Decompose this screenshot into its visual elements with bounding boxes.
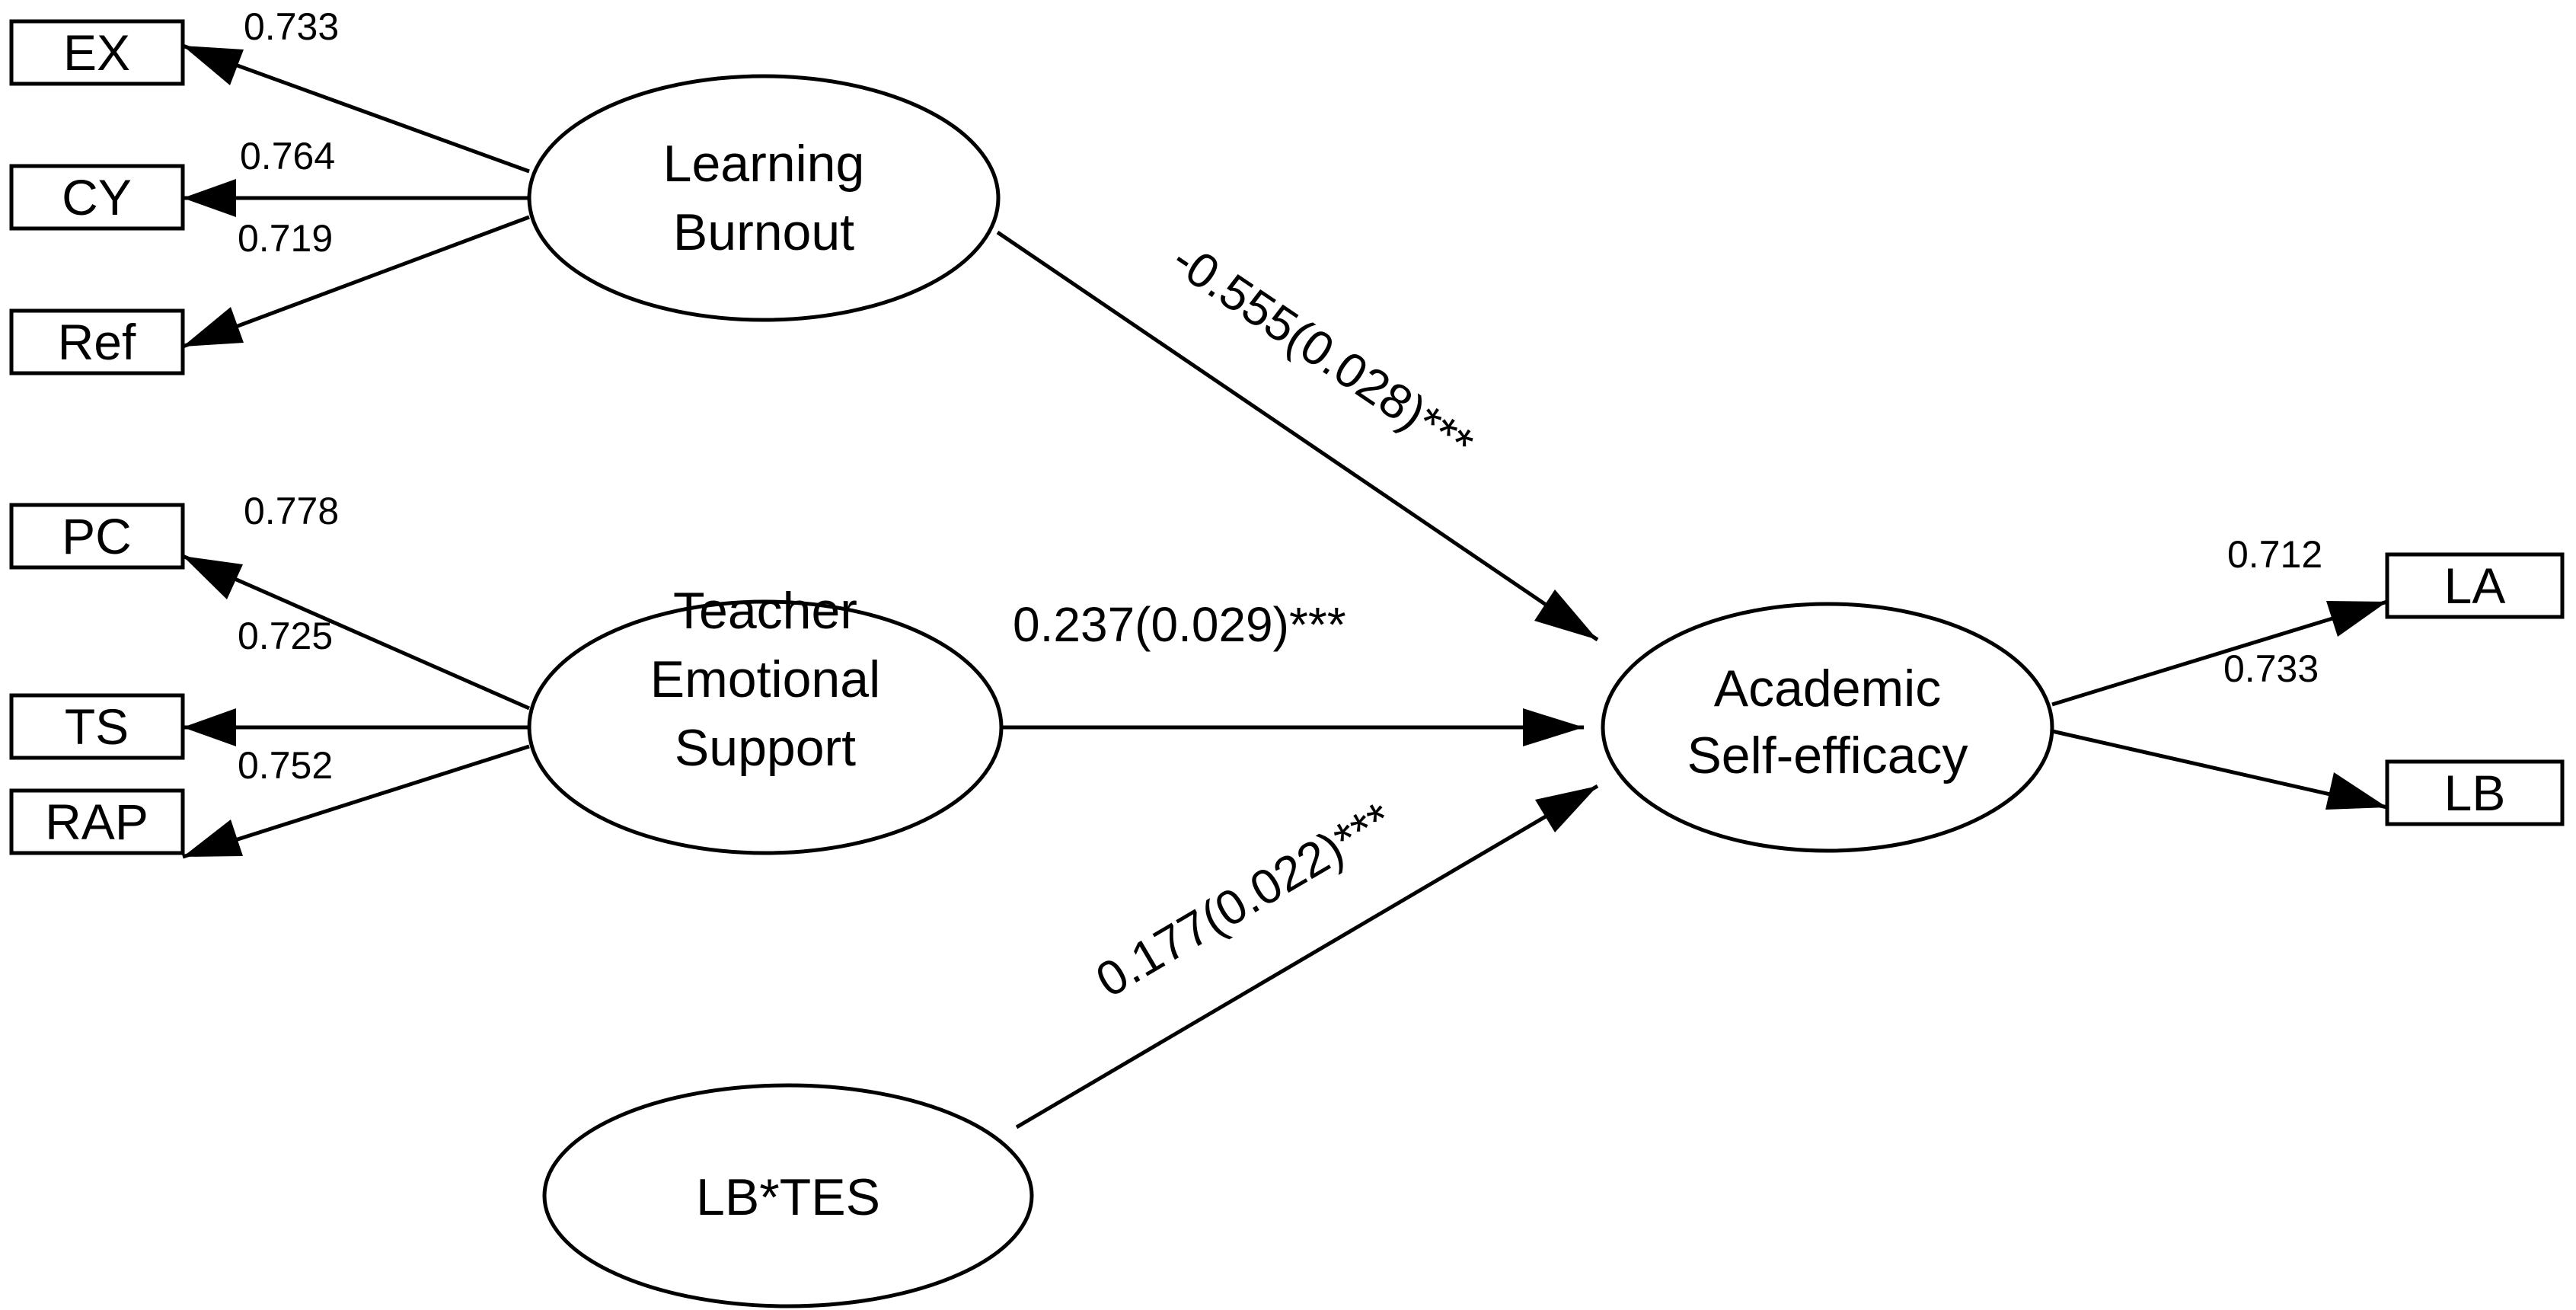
arrowhead-lb-ref <box>183 307 244 347</box>
edge-int-ase <box>1015 784 1599 1129</box>
arrowhead-tes-ts <box>183 708 236 746</box>
indicator-label: RAP <box>45 794 148 850</box>
edges-structural <box>996 230 1599 1129</box>
indicator-label: CY <box>62 169 132 225</box>
latent-label-line: Support <box>675 719 856 777</box>
latent-teacher-emotional-support: Teacher Emotional Support <box>527 582 1004 855</box>
arrowhead-ase-la <box>2326 601 2387 637</box>
loading-rap: 0.752 <box>238 744 333 787</box>
path-label-int-ase: 0.177(0.022)*** <box>1087 791 1402 1008</box>
indicator-cy: CY <box>9 164 185 231</box>
indicator-pc: PC <box>9 503 185 570</box>
latent-academic-self-efficacy: Academic Self-efficacy <box>1601 602 2054 853</box>
path-label-lb-ase: -0.555(0.028)*** <box>1163 232 1483 472</box>
indicator-la: LA <box>2385 552 2565 619</box>
latent-label-line: Academic <box>1714 660 1942 717</box>
latent-label-line: Burnout <box>673 203 854 261</box>
indicator-label: PC <box>62 508 132 564</box>
path-label-tes-ase: 0.237(0.029)*** <box>1013 597 1346 652</box>
arrowhead-tes-pc <box>183 556 243 599</box>
latent-label-line: LB*TES <box>696 1168 880 1226</box>
arrowhead-tes-rap <box>183 820 243 857</box>
indicator-ts: TS <box>9 693 185 760</box>
arrowhead-tes-ase <box>1523 708 1584 746</box>
indicator-lb: LB <box>2385 759 2565 826</box>
edges-teacher-support <box>181 554 531 859</box>
edge-ase-la <box>2051 599 2388 707</box>
loading-ex: 0.733 <box>244 5 339 48</box>
arrowhead-lb-ex <box>183 46 244 85</box>
arrowhead-lb-cy <box>183 179 236 217</box>
edge-lb-ase <box>996 230 1599 642</box>
indicator-ex: EX <box>9 19 185 86</box>
latent-interaction-lb-tes: LB*TES <box>542 1083 1034 1308</box>
arrowhead-lb-ase <box>1534 590 1598 640</box>
indicator-label: TS <box>65 698 129 755</box>
edge-tes-rap <box>182 744 530 859</box>
latent-learning-burnout: Learning Burnout <box>527 74 1001 322</box>
edge-lb-ex <box>182 43 530 174</box>
loading-lb: 0.733 <box>2223 647 2319 690</box>
latent-label-line: Teacher <box>673 582 857 640</box>
indicator-label: LA <box>2444 558 2506 614</box>
loading-ref: 0.719 <box>238 217 333 260</box>
indicator-label: LB <box>2444 765 2506 821</box>
indicator-ref: Ref <box>9 308 185 375</box>
loading-ts: 0.725 <box>238 615 333 657</box>
latent-label-line: Self-efficacy <box>1687 727 1968 784</box>
edge-tes-pc <box>181 554 531 711</box>
indicator-label: Ref <box>58 314 136 370</box>
loading-cy: 0.764 <box>240 135 335 177</box>
arrowhead-ase-lb <box>2325 772 2387 810</box>
edges-self-efficacy <box>2051 599 2388 810</box>
indicator-rap: RAP <box>9 788 185 855</box>
arrowhead-int-ase <box>1535 786 1598 832</box>
edges-learning-burnout <box>182 43 530 349</box>
latent-label-line: Emotional <box>650 650 880 708</box>
loading-pc: 0.778 <box>244 490 339 532</box>
edge-lb-ref <box>182 215 530 349</box>
latent-label-line: Learning <box>663 135 865 193</box>
loading-la: 0.712 <box>2227 533 2322 576</box>
indicator-label: EX <box>63 24 130 81</box>
